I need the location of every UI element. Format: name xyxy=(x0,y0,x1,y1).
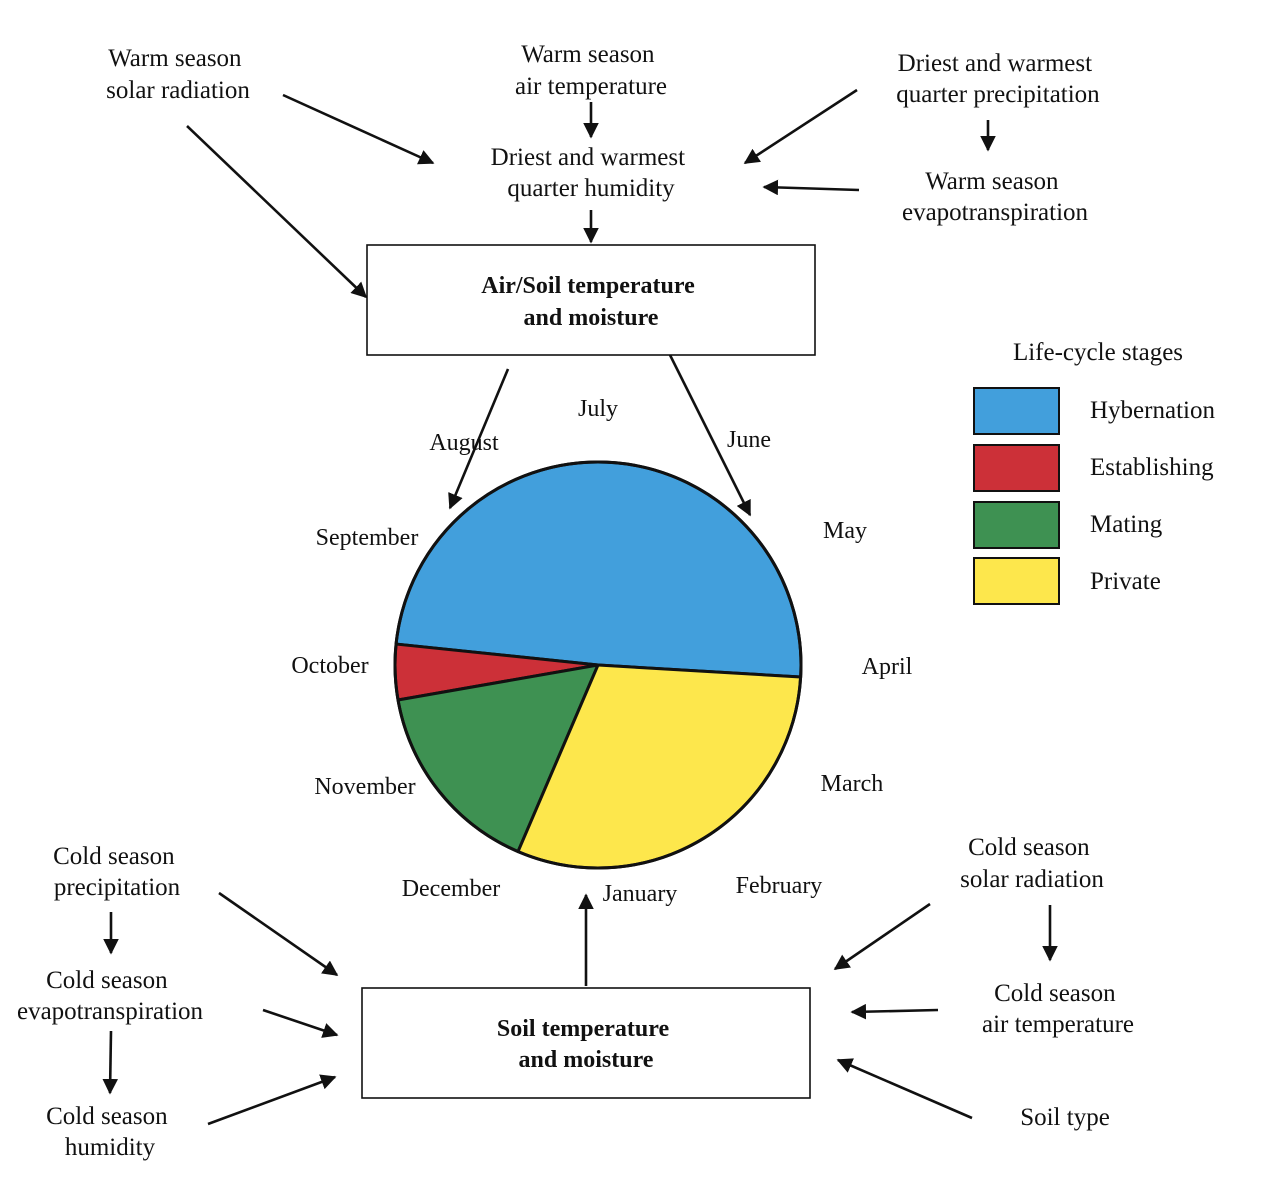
arrow-precip-to-humidity xyxy=(743,88,858,165)
legend-label-hybernation: Hybernation xyxy=(1090,397,1215,424)
soil-box-title: Soil temperature and moisture xyxy=(497,1016,675,1073)
bottom-arrows xyxy=(102,891,1058,1126)
month-label: October xyxy=(291,653,368,679)
arrow-cold-evapo-to-box xyxy=(262,1008,339,1038)
arrow-box-to-june xyxy=(668,354,752,517)
arrow-evapo-to-humidity xyxy=(762,179,860,196)
month-label: March xyxy=(821,771,884,797)
arrow-cold-evapo-to-humidity xyxy=(102,1030,119,1095)
month-label: February xyxy=(736,873,823,899)
legend-label-establishing: Establishing xyxy=(1090,454,1214,481)
legend-label-mating: Mating xyxy=(1090,511,1163,538)
arrow-cold-precip-to-box xyxy=(218,891,339,977)
warm-evapo-label: Warm season evapotranspiration xyxy=(902,168,1089,226)
soil-box xyxy=(361,987,811,1099)
legend-swatch-establishing xyxy=(973,444,1060,492)
air-soil-box xyxy=(366,244,816,356)
legend-swatch-private xyxy=(973,557,1060,605)
month-label: July xyxy=(578,396,618,422)
legend-swatch-mating xyxy=(973,501,1060,549)
arrow-cold-air-to-box xyxy=(850,1003,939,1020)
cold-humidity-label: Cold season humidity xyxy=(46,1103,174,1161)
driest-precip-label: Driest and warmest quarter precipitation xyxy=(896,50,1100,108)
month-label: January xyxy=(603,881,678,907)
arrow-cold-humidity-to-box xyxy=(207,1074,337,1126)
cold-solar-label: Cold season solar radiation xyxy=(960,834,1104,893)
legend: Life-cycle stages Hybernation Establishi… xyxy=(973,339,1215,605)
pie-outline xyxy=(393,460,803,870)
legend-title: Life-cycle stages xyxy=(1013,339,1183,366)
month-label: December xyxy=(402,876,501,902)
life-cycle-pie xyxy=(393,460,803,870)
arrow-soil-type-to-box xyxy=(836,1058,973,1120)
warm-solar-label: Warm season solar radiation xyxy=(106,45,250,104)
arrow-box-to-august xyxy=(448,368,510,510)
month-labels: July June May April March February Janua… xyxy=(291,396,912,907)
cold-precip-label: Cold season precipitation xyxy=(53,843,181,901)
month-label: November xyxy=(314,774,415,800)
warm-air-label: Warm season air temperature xyxy=(515,41,667,100)
arrow-cold-solar-to-box xyxy=(833,902,931,971)
cold-air-label: Cold season air temperature xyxy=(982,980,1134,1038)
top-arrows xyxy=(186,88,996,517)
driest-humidity-label: Driest and warmest quarter humidity xyxy=(491,144,692,202)
arrow-warm-solar-to-humidity xyxy=(282,93,435,165)
air-soil-box-title: Air/Soil temperature and moisture xyxy=(481,273,701,331)
month-label: September xyxy=(316,525,419,551)
month-label: August xyxy=(429,430,499,456)
legend-swatch-hybernation xyxy=(973,387,1060,435)
legend-label-private: Private xyxy=(1090,568,1161,595)
month-label: June xyxy=(727,427,771,453)
cold-evapo-label: Cold season evapotranspiration xyxy=(17,967,204,1025)
arrow-warm-solar-to-box xyxy=(186,125,368,299)
soil-type-label: Soil type xyxy=(1020,1104,1110,1131)
month-label: April xyxy=(862,654,913,680)
month-label: May xyxy=(823,518,867,544)
